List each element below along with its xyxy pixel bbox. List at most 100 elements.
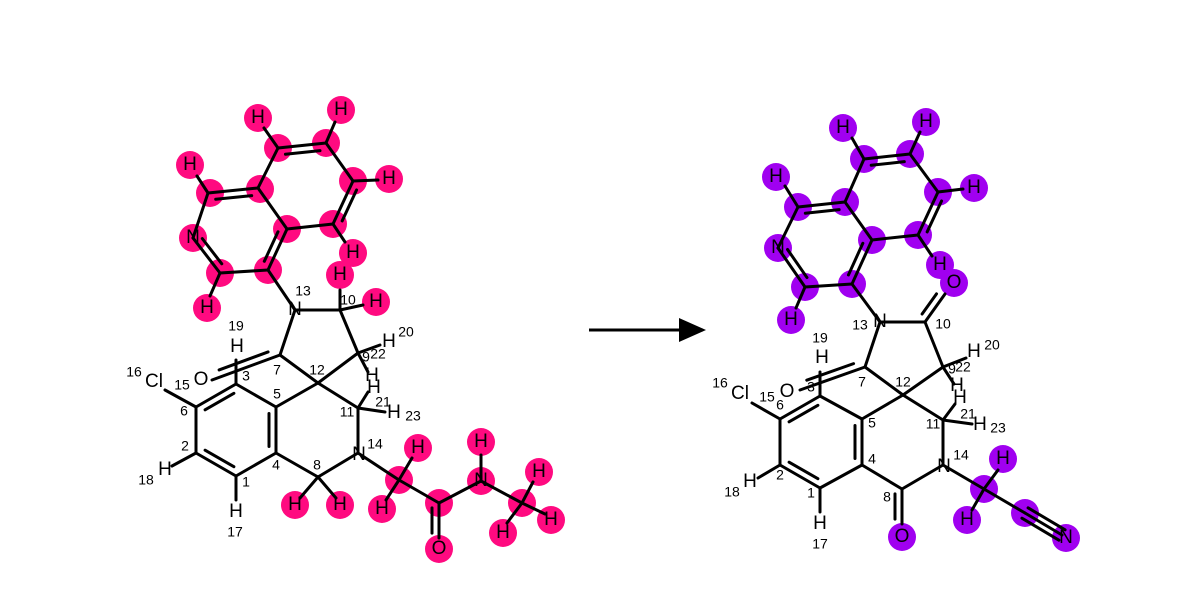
bond bbox=[750, 401, 782, 421]
atom-label: H bbox=[382, 168, 396, 189]
atom-index: 22 bbox=[955, 359, 971, 375]
atom-index: 21 bbox=[960, 406, 976, 422]
atom-highlight bbox=[762, 163, 790, 191]
atom-index: 9 bbox=[362, 349, 370, 365]
bond-second-line bbox=[920, 292, 939, 316]
bond bbox=[908, 130, 922, 156]
product-bonds bbox=[750, 130, 1067, 542]
bond-second-line bbox=[283, 149, 322, 156]
bond bbox=[351, 178, 380, 183]
atom-index: 1 bbox=[807, 485, 815, 501]
atom-label: H bbox=[960, 509, 974, 530]
atom-label: H bbox=[183, 154, 197, 175]
atom-label: H bbox=[251, 107, 265, 128]
atom-label: H bbox=[333, 494, 347, 515]
bond bbox=[982, 487, 1027, 515]
atom-label: H bbox=[784, 309, 798, 330]
atom-label: H bbox=[369, 291, 383, 312]
atom-index: 12 bbox=[895, 374, 911, 390]
bond bbox=[870, 233, 920, 242]
bond-second-line bbox=[786, 247, 809, 280]
bond bbox=[862, 152, 912, 161]
atom-label: H bbox=[743, 471, 757, 492]
bond bbox=[331, 222, 347, 244]
atom-label: O bbox=[947, 272, 962, 293]
bond bbox=[798, 365, 867, 392]
bond bbox=[384, 478, 401, 502]
bond bbox=[163, 388, 198, 409]
atom-highlight bbox=[940, 269, 968, 297]
bond bbox=[256, 146, 280, 190]
bond bbox=[338, 303, 365, 312]
atom-index: 19 bbox=[228, 318, 244, 334]
atom-highlight bbox=[176, 151, 204, 179]
bond-extra-line bbox=[1026, 506, 1067, 532]
bond bbox=[324, 141, 355, 183]
atom-index: 14 bbox=[953, 447, 969, 463]
atom-label: N bbox=[352, 444, 366, 465]
bond bbox=[266, 268, 297, 312]
atom-highlight bbox=[888, 523, 916, 551]
bond bbox=[274, 451, 320, 479]
bond bbox=[796, 200, 847, 209]
bond bbox=[916, 233, 934, 258]
bond bbox=[397, 456, 414, 482]
atom-label: N bbox=[771, 237, 785, 258]
atom-index: 9 bbox=[948, 361, 956, 377]
atom-label: H bbox=[919, 111, 933, 132]
atom-highlight bbox=[989, 445, 1017, 473]
atom-label: H bbox=[815, 347, 829, 368]
bond bbox=[316, 475, 338, 500]
bond-second-line bbox=[262, 230, 280, 263]
atom-highlight bbox=[777, 306, 805, 334]
bond bbox=[356, 390, 370, 410]
atom-label: N bbox=[937, 456, 951, 477]
atom-highlight bbox=[368, 495, 396, 523]
atom-label: H bbox=[288, 494, 302, 515]
atom-index: 14 bbox=[367, 436, 383, 452]
bond bbox=[850, 136, 866, 161]
atom-index: 8 bbox=[313, 457, 321, 473]
bond-second-line bbox=[203, 391, 236, 412]
atom-label: N bbox=[186, 227, 200, 248]
bond bbox=[783, 184, 800, 209]
bond bbox=[208, 271, 222, 298]
atom-highlight bbox=[327, 96, 355, 124]
bond bbox=[266, 227, 289, 272]
bond-second-line bbox=[805, 362, 856, 382]
bond bbox=[520, 501, 547, 516]
bond bbox=[298, 475, 320, 500]
atom-highlight bbox=[425, 535, 453, 563]
atom-index: 5 bbox=[868, 415, 876, 431]
atom-label: N bbox=[288, 299, 302, 320]
atom-index: 23 bbox=[405, 408, 421, 424]
atom-label: H bbox=[229, 501, 243, 522]
atom-highlight bbox=[326, 491, 354, 519]
atom-index: 1 bbox=[242, 474, 250, 490]
bond bbox=[274, 381, 320, 409]
bond bbox=[356, 351, 370, 374]
bond bbox=[316, 381, 360, 410]
atom-label: H bbox=[933, 254, 947, 275]
atom-index: 11 bbox=[926, 416, 941, 432]
atom-index: 15 bbox=[759, 389, 775, 405]
bond bbox=[970, 487, 986, 512]
bond-second-line bbox=[787, 403, 820, 424]
bond bbox=[843, 200, 874, 242]
atom-index: 10 bbox=[340, 292, 356, 308]
bond bbox=[901, 393, 945, 422]
atom-index: 2 bbox=[776, 467, 784, 483]
atom-label: H bbox=[953, 387, 967, 408]
bond-second-line bbox=[203, 448, 236, 469]
atom-label: H bbox=[769, 166, 783, 187]
bond bbox=[1023, 511, 1064, 537]
bond bbox=[901, 365, 945, 397]
atom-label: H bbox=[367, 377, 381, 398]
bond-second-line bbox=[869, 160, 906, 167]
bond bbox=[316, 351, 360, 385]
atom-label: H bbox=[813, 513, 827, 534]
atom-label: H bbox=[967, 177, 981, 198]
atom-index: 7 bbox=[273, 362, 281, 378]
